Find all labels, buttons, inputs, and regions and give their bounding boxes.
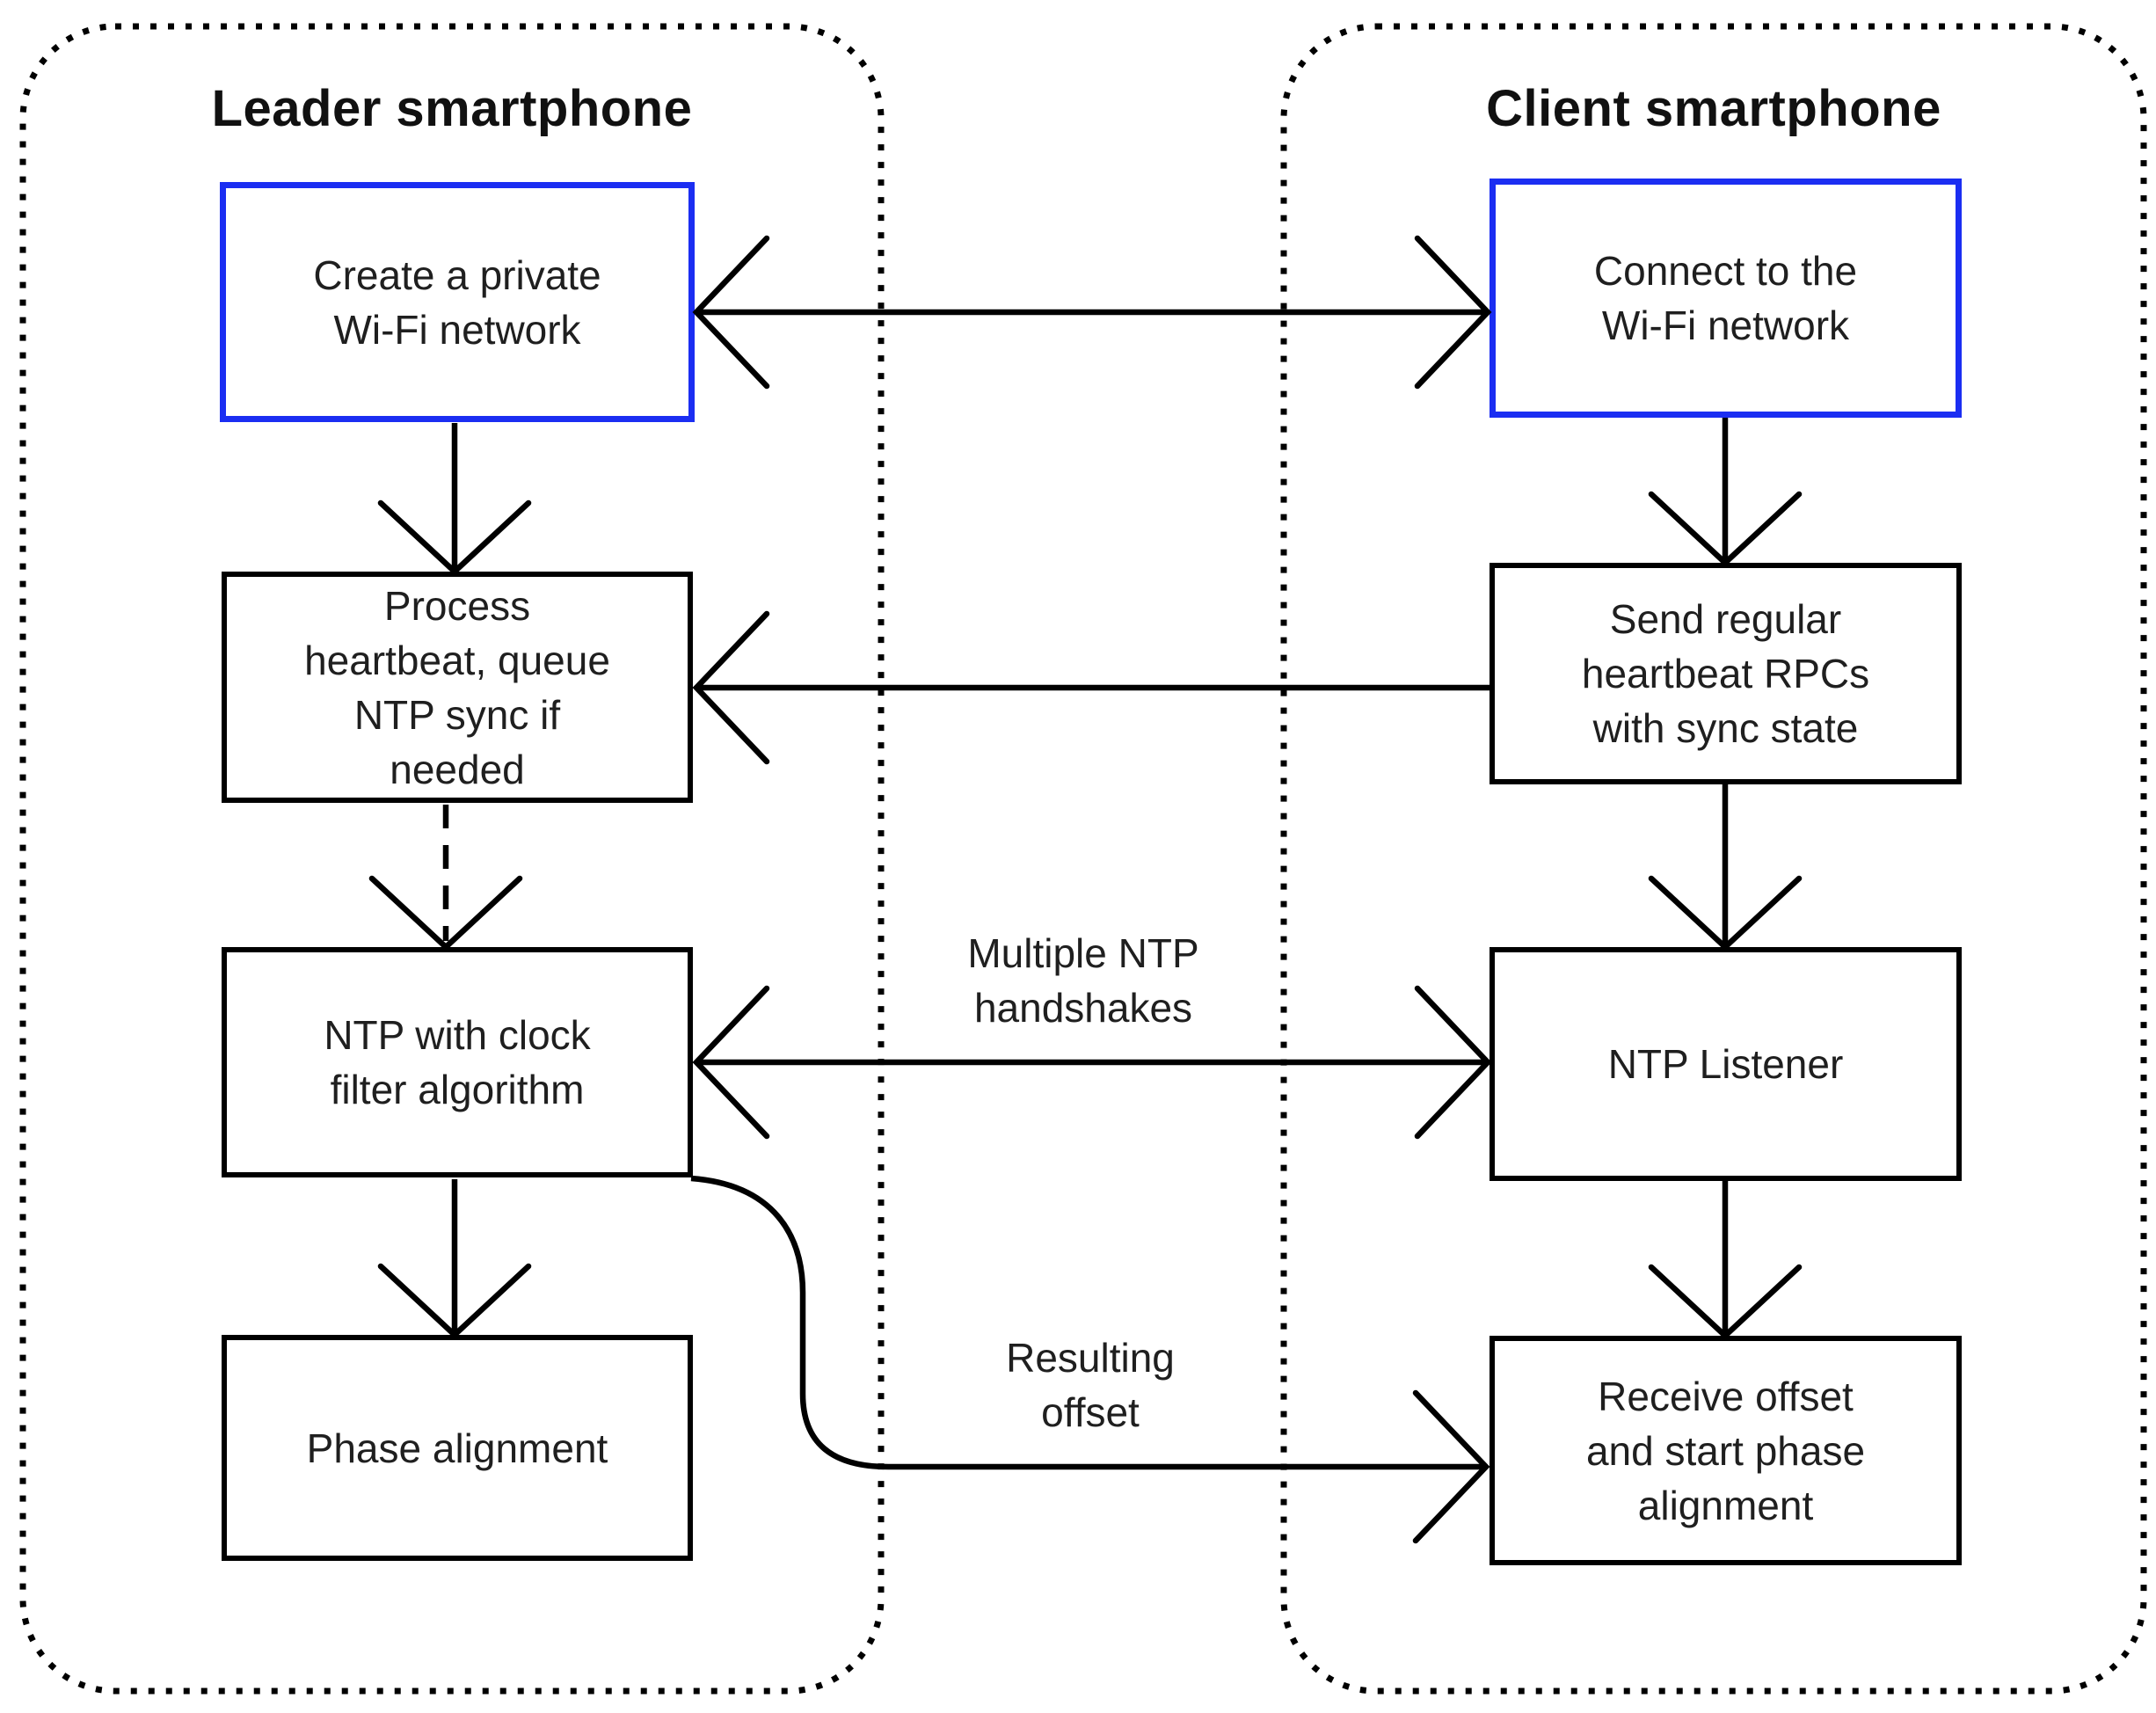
edge-sendheartbeat-to-listener [1648, 784, 1803, 951]
edge-heartbeat-rpc [692, 610, 1490, 765]
edge-label-multiple-ntp-handshakes: Multiple NTP handshakes [967, 930, 1199, 1031]
node-create-wifi-network: Create a private Wi-Fi network [220, 182, 695, 422]
node-process-heartbeat: Process heartbeat, queue NTP sync if nee… [222, 572, 693, 803]
edge-ntpfilter-to-phase [377, 1179, 532, 1339]
node-send-heartbeat-rpcs: Send regular heartbeat RPCs with sync st… [1490, 563, 1962, 784]
node-receive-offset: Receive offset and start phase alignment [1490, 1336, 1962, 1565]
edge-connect-to-sendheartbeat [1648, 418, 1803, 567]
node-phase-alignment: Phase alignment [222, 1335, 693, 1561]
edge-process-to-ntpfilter-dashed [368, 805, 523, 951]
leader-lane-title: Leader smartphone [211, 80, 693, 137]
edge-listener-to-receive [1648, 1181, 1803, 1340]
edge-wifi-connection [692, 235, 1492, 390]
client-lane-title: Client smartphone [1486, 80, 1941, 137]
edge-create-to-process [377, 423, 532, 576]
node-ntp-clock-filter: NTP with clock filter algorithm [222, 947, 693, 1177]
edge-label-resulting-offset: Resulting offset [1006, 1335, 1175, 1435]
node-connect-wifi-network: Connect to the Wi-Fi network [1490, 179, 1962, 418]
node-ntp-listener: NTP Listener [1490, 947, 1962, 1181]
